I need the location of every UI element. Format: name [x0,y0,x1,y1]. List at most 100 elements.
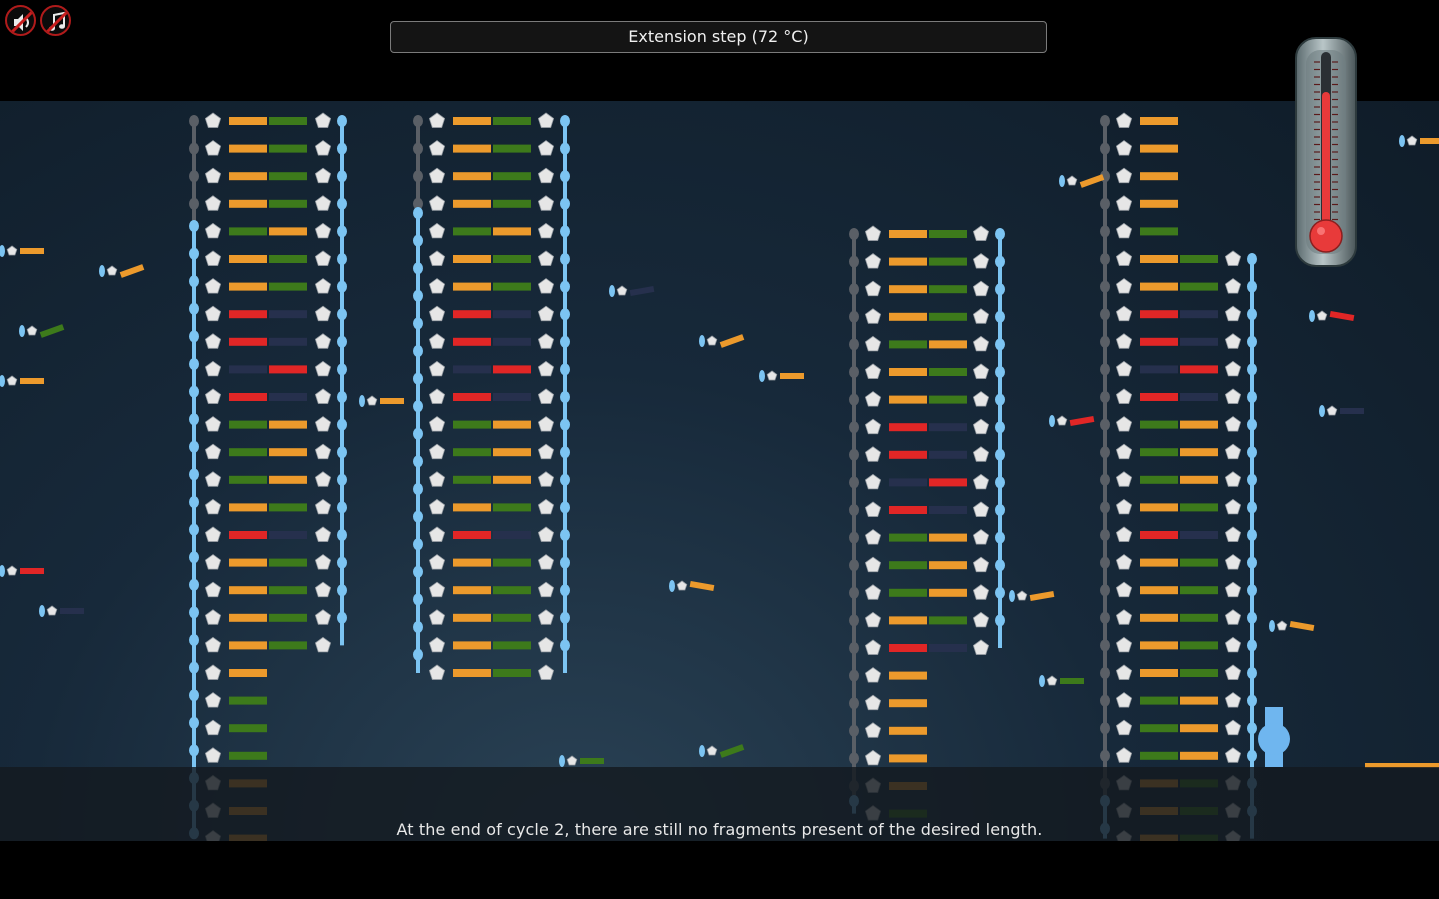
base [1180,282,1218,291]
phosphate [1247,639,1257,652]
sugar [204,195,222,211]
base [1180,696,1218,705]
sugar [428,609,446,625]
sugar [537,664,555,680]
phosphate [1247,418,1257,431]
caption-text: At the end of cycle 2, there are still n… [396,820,1043,839]
base [493,448,531,457]
phosphate [1100,253,1110,265]
sugar [537,581,555,598]
base [453,448,491,457]
base [1140,144,1178,153]
phosphate [995,614,1005,627]
phosphate [995,393,1005,406]
base [1140,641,1178,650]
base [929,506,967,514]
phosphate [1039,675,1045,687]
base [929,285,967,294]
sugar [864,391,882,407]
base [889,395,927,404]
sugar [314,250,332,266]
sugar [204,664,222,680]
base [1140,117,1178,125]
base [269,503,307,512]
phosphate [1100,694,1110,707]
phosphate [849,283,859,296]
phosphate [1247,391,1257,403]
base [1140,255,1178,263]
sugar [864,418,882,435]
base [493,199,531,208]
step-title: Extension step (72 °C) [390,21,1047,53]
base [889,257,927,266]
base [453,613,491,622]
phosphate [1100,115,1110,127]
phosphate [995,559,1005,572]
base [269,365,307,374]
phosphate [19,325,25,337]
sugar [537,498,555,515]
sugar [1115,222,1133,239]
base [229,393,267,401]
base [269,531,307,539]
sugar [1115,747,1133,763]
phosphate [413,538,423,551]
phosphate [560,335,570,348]
sugar [972,391,990,407]
base [1180,724,1218,733]
music-note-muted-icon [44,9,69,34]
phosphate [189,115,199,127]
sugar [537,195,555,211]
base [889,533,927,542]
base [269,255,307,263]
sugar [864,722,882,738]
phosphate [1399,135,1405,147]
phosphate [849,393,859,406]
sugar [1115,636,1133,653]
sugar [1224,305,1242,322]
phosphate [413,345,423,357]
phosphate [189,523,199,536]
sugar [537,333,555,349]
sugar [1224,636,1242,653]
phosphate [0,565,5,577]
base [1180,337,1218,346]
base [269,448,307,457]
sugar [1115,664,1133,680]
phosphate [413,142,423,155]
phosphate [995,283,1005,296]
sound-toggle-button[interactable] [5,5,36,36]
phosphate [1269,620,1275,632]
base [493,475,531,484]
base [1140,337,1178,346]
phosphate [759,370,765,382]
music-toggle-button[interactable] [40,5,71,36]
base [1140,282,1178,291]
base [453,310,491,319]
phosphate [1100,611,1110,624]
phosphate [559,755,565,767]
base [453,503,491,512]
phosphate [189,440,199,453]
base [453,531,491,539]
sugar [204,526,222,542]
phosphate [337,446,347,459]
base [229,117,267,125]
phosphate [995,228,1005,240]
sugar [537,360,555,377]
base [229,558,267,567]
phosphate [337,556,347,569]
phosphate [337,170,347,183]
sugar [1115,609,1133,625]
base [1140,531,1178,539]
sugar [428,140,446,156]
sugar [204,443,222,460]
phosphate [849,724,859,737]
sugar [706,745,718,756]
base [453,558,491,567]
sugar [616,285,628,296]
sugar [864,584,882,600]
base [1180,531,1218,539]
phosphate [995,366,1005,378]
free-nucleotide [719,334,745,348]
